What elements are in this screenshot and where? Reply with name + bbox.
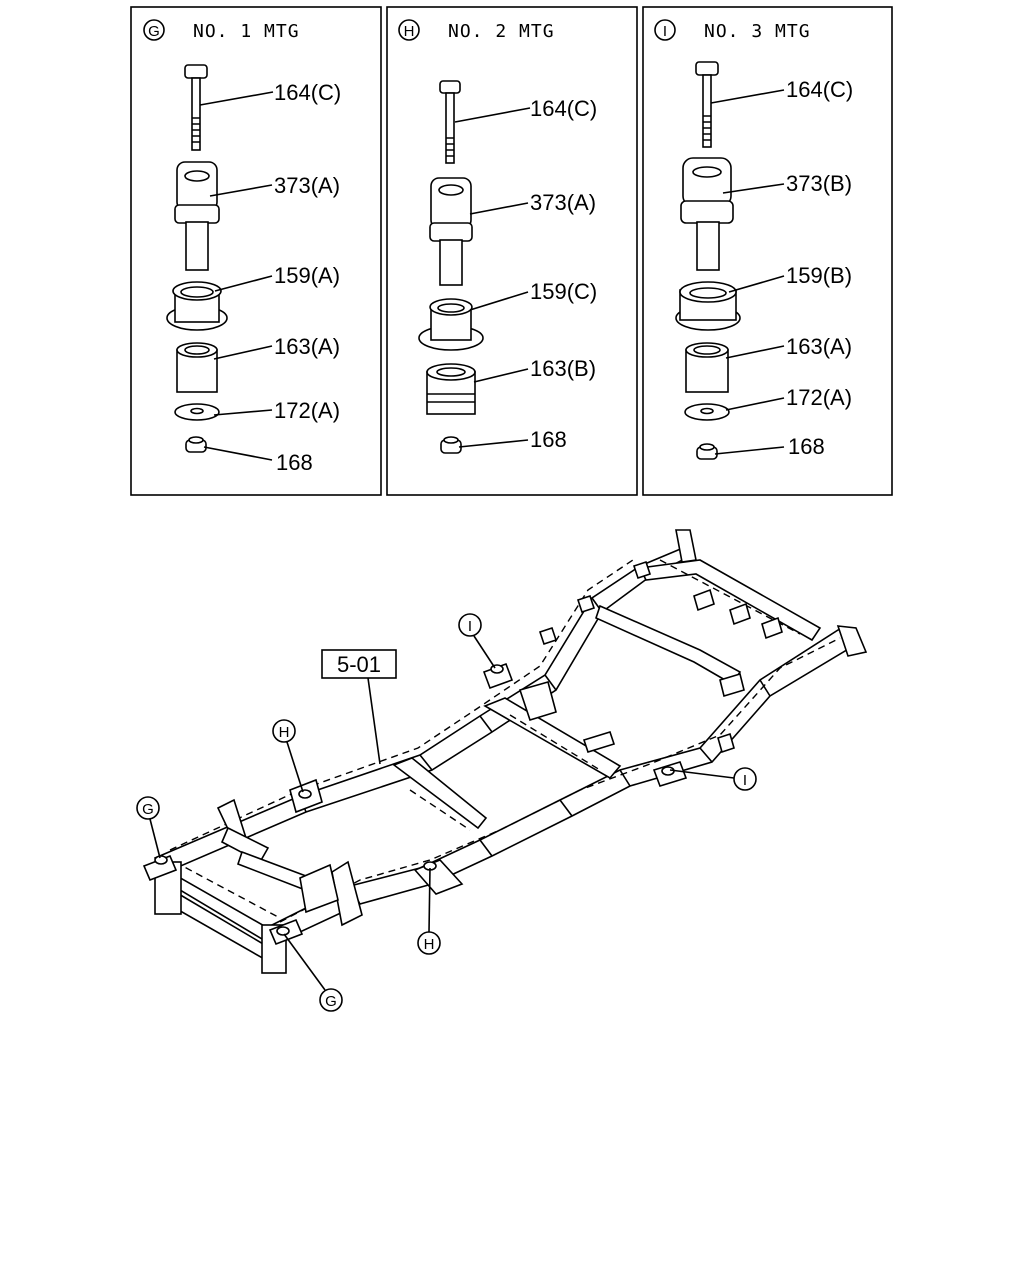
bolt-drawing bbox=[439, 80, 461, 164]
chassis-frame-drawing bbox=[142, 529, 868, 974]
part-label: 163(B) bbox=[530, 356, 596, 381]
mount-bracket bbox=[268, 918, 304, 946]
nut-drawing bbox=[696, 443, 718, 460]
panel-title: NO. 2 MTG bbox=[448, 21, 555, 42]
bushing-drawing bbox=[680, 157, 734, 271]
part-label: 172(A) bbox=[786, 385, 852, 410]
callout-i-right: I bbox=[669, 767, 757, 791]
part-label: 163(A) bbox=[274, 334, 340, 359]
callout-letter: G bbox=[325, 993, 337, 1010]
callout-letter: G bbox=[142, 801, 154, 818]
reference-label: 5-01 bbox=[337, 652, 381, 677]
marker-circle bbox=[398, 19, 420, 41]
callout-letter: I bbox=[468, 618, 472, 635]
part-label: 168 bbox=[788, 434, 825, 459]
panel-title: NO. 3 MTG bbox=[704, 21, 811, 42]
cushion-drawing bbox=[418, 298, 484, 351]
callout-letter: H bbox=[424, 936, 435, 953]
part-label: 159(C) bbox=[530, 279, 597, 304]
spacer-drawing bbox=[685, 342, 729, 393]
bolt-drawing bbox=[695, 61, 719, 148]
cushion-drawing bbox=[166, 281, 228, 331]
panel-border bbox=[130, 6, 382, 496]
mount-bracket bbox=[482, 662, 514, 690]
cushion-drawing bbox=[675, 281, 741, 331]
panel-no1-mtg: G NO. 1 MTG bbox=[130, 6, 382, 496]
mount-bracket bbox=[652, 761, 688, 787]
panel-title: NO. 1 MTG bbox=[193, 21, 300, 42]
part-label: 159(B) bbox=[786, 263, 852, 288]
bolt-drawing bbox=[184, 64, 208, 151]
reference-box: 5-01 bbox=[321, 649, 397, 765]
part-label: 373(B) bbox=[786, 171, 852, 196]
nut-drawing bbox=[440, 436, 462, 454]
mount-bracket bbox=[142, 854, 178, 882]
part-label: 164(C) bbox=[274, 80, 341, 105]
mount-bracket bbox=[289, 778, 323, 814]
part-label: 159(A) bbox=[274, 263, 340, 288]
marker-circle bbox=[143, 19, 165, 41]
nut-drawing bbox=[185, 436, 207, 453]
washer-drawing bbox=[684, 403, 730, 421]
panel-marker: H bbox=[404, 23, 415, 40]
part-label: 168 bbox=[276, 450, 313, 475]
panel-no2-mtg: H NO. 2 MTG bbox=[386, 6, 638, 496]
callout-h-upper: H bbox=[272, 719, 304, 793]
part-label: 172(A) bbox=[274, 398, 340, 423]
part-label: 168 bbox=[530, 427, 567, 452]
marker-circle bbox=[654, 19, 676, 41]
callout-g-left: G bbox=[136, 796, 161, 859]
callout-letter: H bbox=[279, 724, 290, 741]
bushing-drawing bbox=[174, 161, 220, 271]
panel-border bbox=[386, 6, 638, 496]
callout-i-upper: I bbox=[458, 613, 496, 669]
panel-no3-mtg: I NO. 3 MTG bbox=[642, 6, 893, 496]
panel-marker: G bbox=[148, 23, 160, 40]
part-label: 373(A) bbox=[274, 173, 340, 198]
callout-letter: I bbox=[743, 772, 747, 789]
washer-drawing bbox=[174, 403, 220, 421]
part-label: 163(A) bbox=[786, 334, 852, 359]
panel-marker: I bbox=[663, 23, 667, 40]
spacer-drawing bbox=[176, 342, 218, 393]
spacer-drawing bbox=[426, 363, 476, 415]
callout-g-lower: G bbox=[283, 933, 343, 1012]
part-label: 373(A) bbox=[530, 190, 596, 215]
panel-border bbox=[642, 6, 893, 496]
bushing-drawing bbox=[429, 177, 473, 286]
part-label: 164(C) bbox=[530, 96, 597, 121]
part-label: 164(C) bbox=[786, 77, 853, 102]
callout-h-lower: H bbox=[417, 867, 441, 955]
